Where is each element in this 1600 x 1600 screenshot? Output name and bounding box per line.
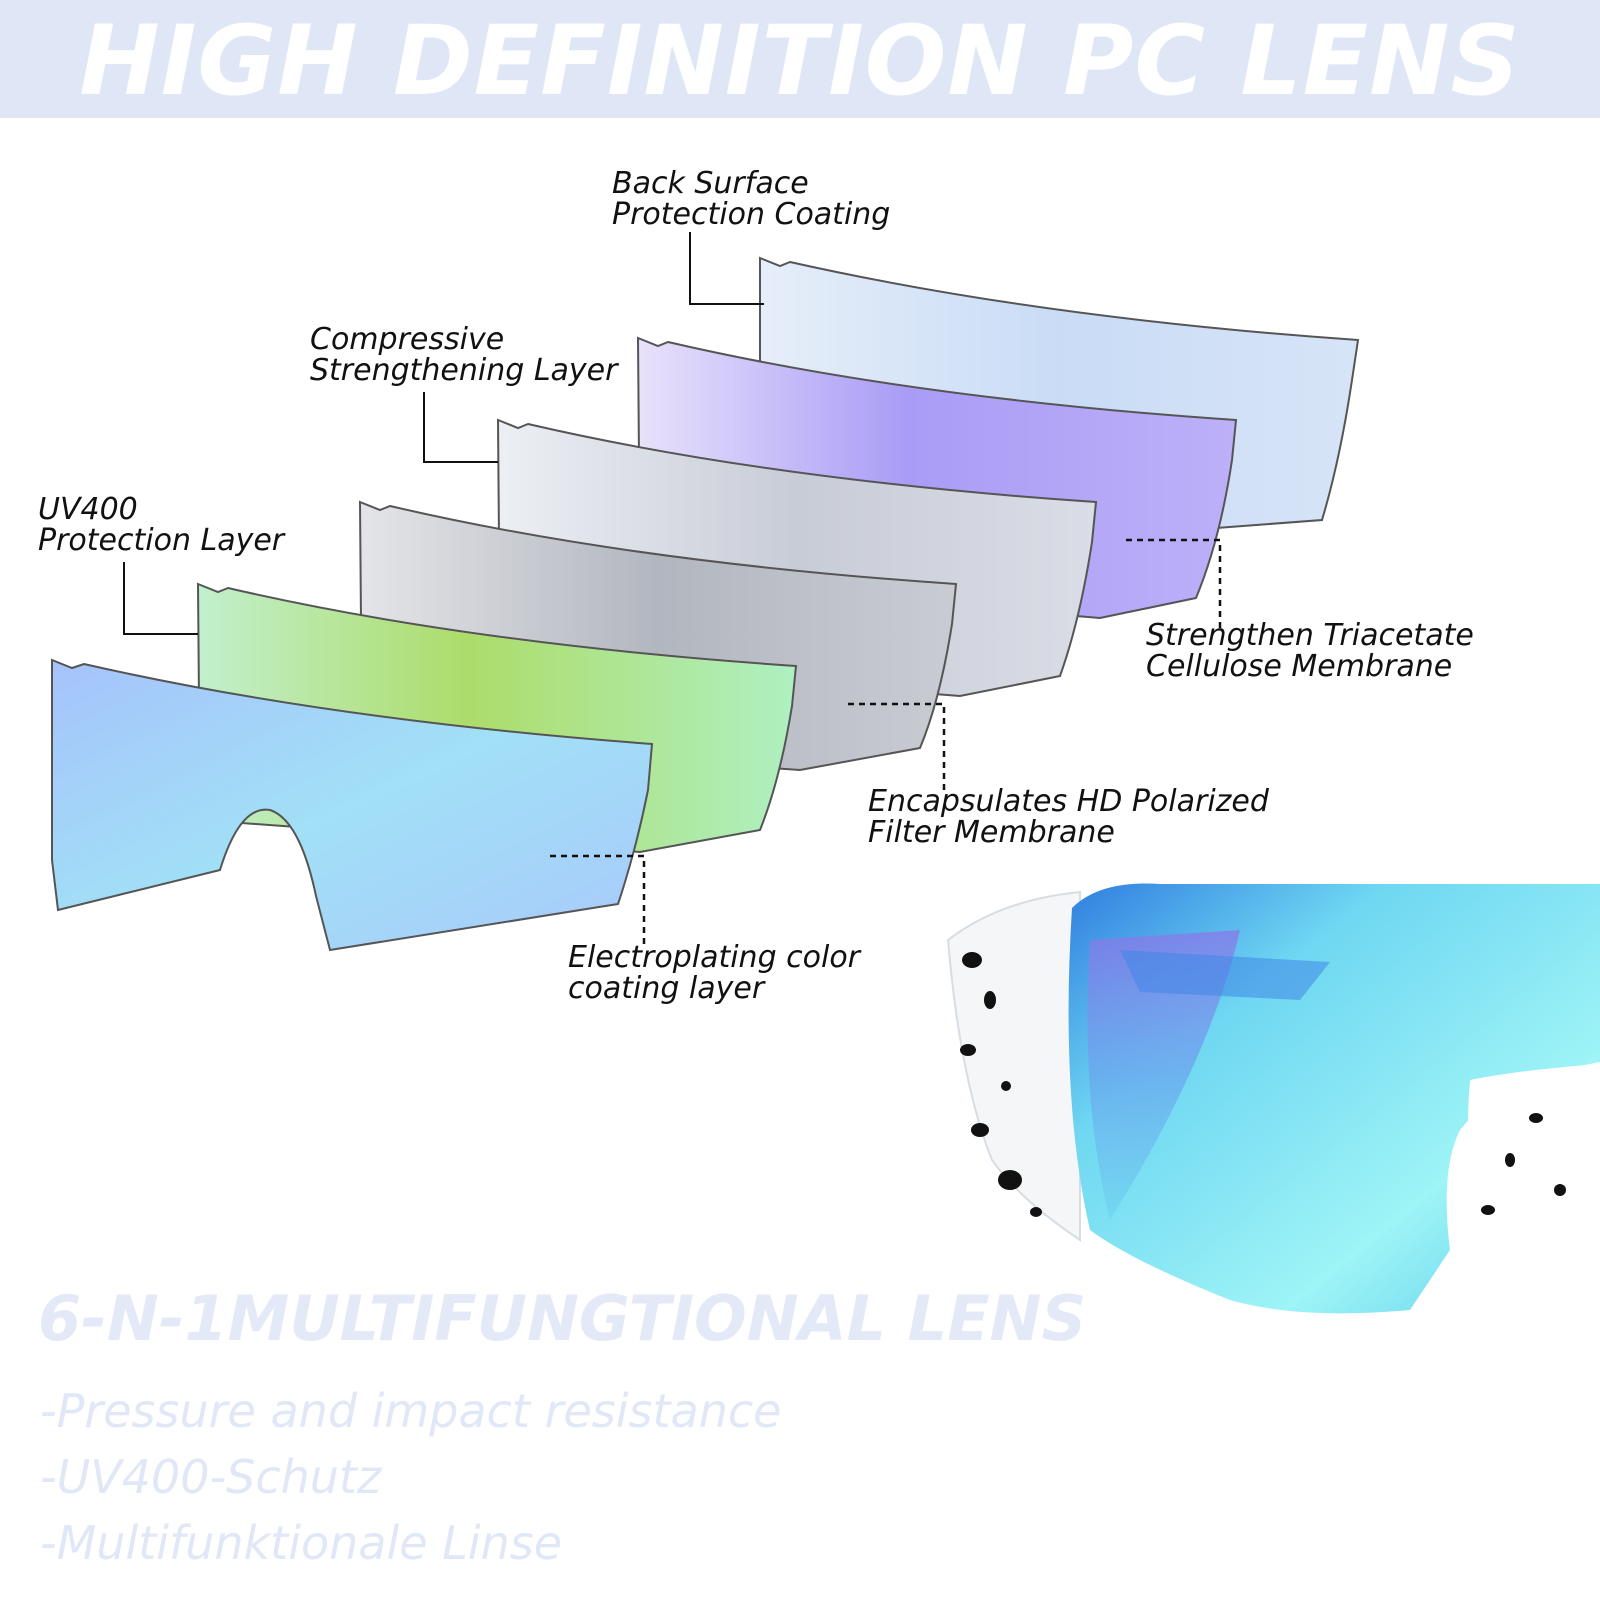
leader-lines — [123, 232, 764, 635]
electroplating-lens — [51, 658, 654, 952]
speckle-pattern — [960, 952, 1566, 1217]
feature-heading: 6-N-1MULTIFUNGTIONAL LENS — [38, 1282, 1087, 1355]
feature-item: -Multifunktionale Linse — [40, 1516, 563, 1570]
dashed-leaders — [550, 538, 1222, 944]
callout-electroplating: Electroplating color coating layer — [568, 940, 861, 1006]
callout-triacetate: Strengthen Triacetate Cellulose Membrane — [1146, 618, 1474, 684]
callout-compressive: Compressive Strengthening Layer — [310, 322, 618, 388]
callout-polarized: Encapsulates HD Polarized Filter Membran… — [868, 784, 1269, 850]
header-band — [0, 0, 1600, 118]
feature-item: -UV400-Schutz — [40, 1450, 382, 1504]
page-title: HIGH DEFINITION PC LENS — [79, 5, 1521, 117]
feature-list: -Pressure and impact resistance -UV400-S… — [40, 1378, 781, 1576]
feature-item: -Pressure and impact resistance — [40, 1384, 782, 1438]
callout-back-surface: Back Surface Protection Coating — [612, 166, 891, 232]
sunglasses-photo — [946, 883, 1600, 1314]
callout-uv400: UV400 Protection Layer — [38, 492, 285, 558]
